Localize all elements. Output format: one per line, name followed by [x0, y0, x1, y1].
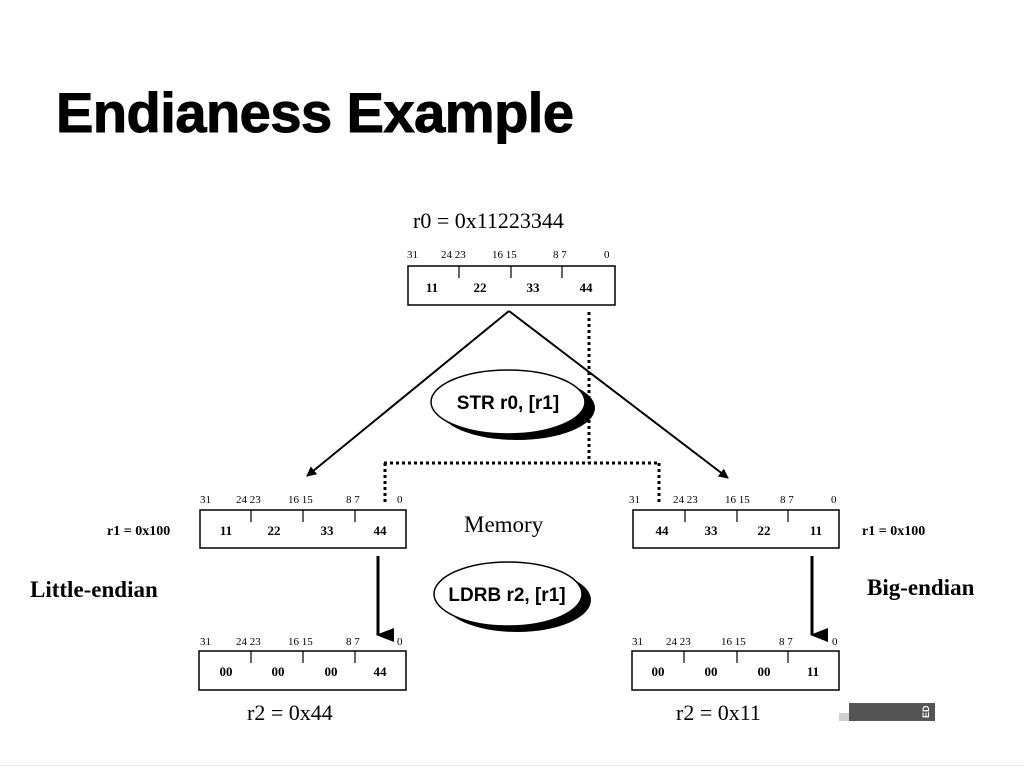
bit-label: 0 [832, 636, 838, 648]
ldrb-instruction-label: LDRB r2, [r1] [448, 585, 565, 606]
bit-label: 24 23 [236, 494, 261, 506]
bit-label: 24 23 [673, 494, 698, 506]
register-byte: 00 [220, 664, 233, 679]
str-instruction-label: STR r0, [r1] [457, 393, 559, 414]
register-byte: 00 [272, 664, 285, 679]
memory-byte: 11 [220, 523, 232, 538]
bit-label: 16 15 [288, 636, 313, 648]
ldrb-instruction-bubble: LDRB r2, [r1] [433, 561, 591, 632]
bit-label: 0 [831, 494, 837, 506]
register-byte: 44 [374, 664, 388, 679]
arrow-to-big-endian [508, 310, 729, 479]
big-endian-memory-bit-labels: 31 24 23 16 15 8 7 0 [629, 494, 837, 506]
bit-label: 24 23 [441, 249, 466, 261]
memory-label: Memory [464, 512, 544, 537]
bit-label: 8 7 [346, 494, 360, 506]
little-endian-memory-word: 11 22 33 44 [199, 509, 407, 549]
register-byte: 00 [325, 664, 338, 679]
big-endian-result-register: 00 00 00 11 [631, 650, 840, 691]
little-endian-result-bit-labels: 31 24 23 16 15 8 7 0 [200, 636, 403, 648]
register-byte: 11 [807, 664, 819, 679]
memory-byte: 22 [758, 523, 771, 538]
register-byte: 33 [527, 280, 541, 295]
bit-label: 8 7 [346, 636, 360, 648]
register-byte: 44 [580, 280, 594, 295]
dotted-connector [383, 312, 661, 505]
bit-label: 16 15 [288, 494, 313, 506]
little-endian-label: Little-endian [30, 577, 158, 602]
register-byte: 00 [652, 664, 665, 679]
footer-divider [0, 765, 1024, 766]
top-register-bit-labels: 31 24 23 16 15 8 7 0 [407, 249, 610, 261]
register-byte: 00 [758, 664, 771, 679]
bit-label: 31 [629, 494, 640, 506]
register-byte: 00 [705, 664, 718, 679]
memory-byte: 22 [268, 523, 281, 538]
big-endian-memory-word: 44 33 22 11 [632, 509, 840, 549]
big-endian-address-label: r1 = 0x100 [862, 524, 925, 539]
little-endian-result-label: r2 = 0x44 [247, 700, 333, 725]
corner-tab: ED [839, 703, 935, 721]
arrow-to-little-endian [306, 310, 510, 477]
memory-byte: 11 [810, 523, 822, 538]
bit-label: 31 [200, 636, 211, 648]
register-byte: 22 [474, 280, 487, 295]
bit-label: 0 [397, 636, 403, 648]
bit-label: 8 7 [779, 636, 793, 648]
little-endian-result-register: 00 00 00 44 [198, 650, 407, 691]
bit-label: 0 [397, 494, 403, 506]
r0-value-label: r0 = 0x11223344 [413, 208, 564, 233]
memory-byte: 33 [321, 523, 335, 538]
corner-tab-text: ED [921, 705, 931, 718]
bit-label: 24 23 [666, 636, 691, 648]
bit-label: 16 15 [721, 636, 746, 648]
memory-byte: 44 [374, 523, 388, 538]
bit-label: 8 7 [553, 249, 567, 261]
str-instruction-bubble: STR r0, [r1] [430, 369, 595, 440]
bit-label: 31 [407, 249, 418, 261]
bit-label: 31 [632, 636, 643, 648]
memory-byte: 33 [705, 523, 719, 538]
bit-label: 31 [200, 494, 211, 506]
slide-title: Endianess Example [56, 81, 575, 145]
top-register: 11 22 33 44 [407, 265, 616, 306]
bit-label: 16 15 [725, 494, 750, 506]
memory-byte: 44 [656, 523, 670, 538]
register-byte: 11 [426, 280, 438, 295]
bit-label: 8 7 [780, 494, 794, 506]
little-endian-memory-bit-labels: 31 24 23 16 15 8 7 0 [200, 494, 403, 506]
bit-label: 0 [604, 249, 610, 261]
bit-label: 24 23 [236, 636, 261, 648]
big-endian-result-label: r2 = 0x11 [676, 700, 761, 725]
little-endian-address-label: r1 = 0x100 [107, 524, 170, 539]
big-endian-result-bit-labels: 31 24 23 16 15 8 7 0 [632, 636, 838, 648]
big-endian-label: Big-endian [867, 575, 975, 600]
bit-label: 16 15 [492, 249, 517, 261]
